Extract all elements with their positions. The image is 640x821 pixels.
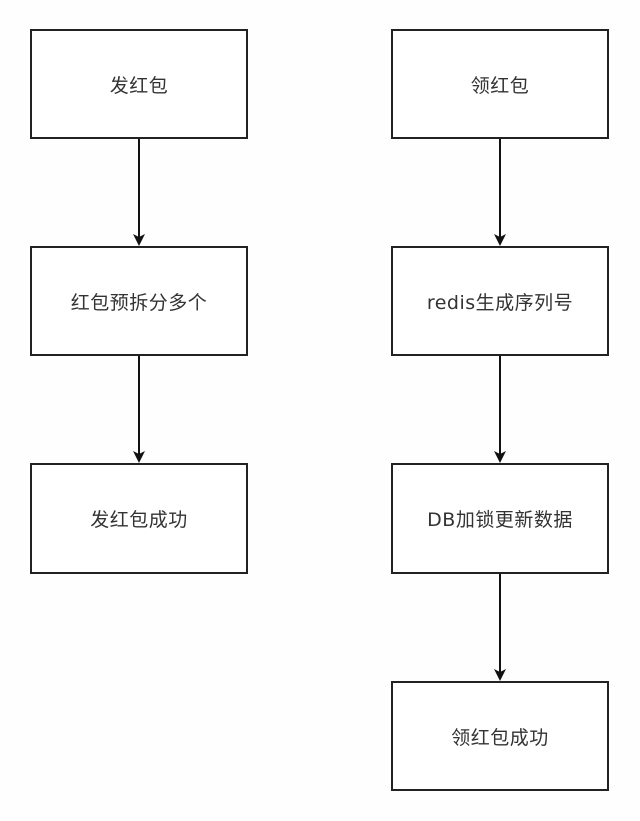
right-step-receive-success: 领红包成功 bbox=[391, 681, 609, 791]
step-label: 领红包 bbox=[470, 74, 530, 97]
step-label: 发红包成功 bbox=[90, 509, 188, 531]
step-label: redis生成序列号 bbox=[426, 291, 574, 314]
left-step-send-success: 发红包成功 bbox=[30, 463, 248, 574]
right-step-receive-red-packet: 领红包 bbox=[391, 29, 609, 139]
left-step-send-red-packet: 发红包 bbox=[30, 29, 248, 139]
right-step-redis-sequence: redis生成序列号 bbox=[391, 246, 609, 356]
step-label: DB加锁更新数据 bbox=[427, 509, 573, 531]
left-step-presplit: 红包预拆分多个 bbox=[30, 246, 248, 356]
right-step-db-lock-update: DB加锁更新数据 bbox=[391, 463, 609, 574]
step-label: 发红包 bbox=[109, 74, 169, 97]
step-label: 红包预拆分多个 bbox=[70, 291, 208, 314]
step-label: 领红包成功 bbox=[451, 726, 549, 749]
